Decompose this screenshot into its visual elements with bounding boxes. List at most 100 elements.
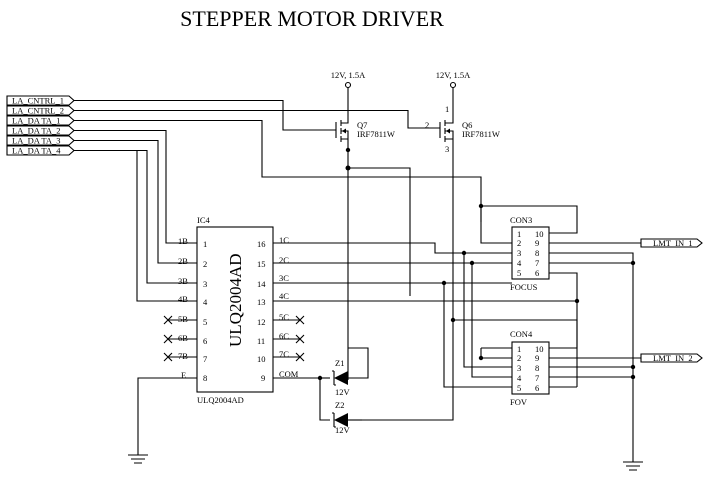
port-la-cntrl-2: LA_CNTRL_2 xyxy=(6,105,75,116)
svg-text:3B: 3B xyxy=(178,276,188,286)
svg-text:5C: 5C xyxy=(279,312,289,322)
svg-text:ULQ2004AD: ULQ2004AD xyxy=(197,395,244,405)
mosfet-q7: Q7 IRF7811W xyxy=(335,118,395,380)
no-connect-marks xyxy=(163,315,305,362)
svg-text:2B: 2B xyxy=(178,256,188,266)
svg-text:9: 9 xyxy=(535,353,539,363)
svg-text:LA_CNTRL_2: LA_CNTRL_2 xyxy=(12,106,64,116)
svg-text:CON3: CON3 xyxy=(510,215,532,225)
power-symbol-q6: 12V, 1.5A xyxy=(436,70,471,118)
svg-text:1B: 1B xyxy=(178,236,188,246)
svg-text:6B: 6B xyxy=(178,333,188,343)
svg-text:1: 1 xyxy=(445,104,449,114)
svg-text:8: 8 xyxy=(203,373,207,383)
junction-dots xyxy=(317,147,636,381)
port-wires xyxy=(74,99,482,302)
svg-text:1: 1 xyxy=(203,239,207,249)
svg-text:5B: 5B xyxy=(178,314,188,324)
svg-text:13: 13 xyxy=(257,297,266,307)
mosfet-q6: 1 2 3 Q6 IRF7811W xyxy=(425,104,500,154)
svg-text:4: 4 xyxy=(517,258,522,268)
svg-text:IC4: IC4 xyxy=(197,215,211,225)
svg-text:9: 9 xyxy=(261,373,265,383)
svg-text:Q7: Q7 xyxy=(357,120,367,130)
ic4-left-pins: 1B 1 2B 2 3B 3 4B 4 5B 5 6B 6 7B 7 E 8 xyxy=(178,236,208,383)
svg-text:3: 3 xyxy=(517,248,521,258)
q7-drain-net xyxy=(348,167,411,296)
svg-text:Q6: Q6 xyxy=(462,120,472,130)
svg-text:4: 4 xyxy=(517,373,522,383)
zener-z2: Z2 12V xyxy=(332,400,362,435)
svg-text:10: 10 xyxy=(257,354,266,364)
svg-text:5: 5 xyxy=(203,317,207,327)
svg-text:4C: 4C xyxy=(279,291,289,301)
svg-text:10: 10 xyxy=(535,344,544,354)
ic4-output-nets xyxy=(273,242,578,302)
ground-symbol-right xyxy=(623,461,643,471)
svg-text:Z2: Z2 xyxy=(335,400,344,410)
port-la-data-2: LA_DA TA_2 xyxy=(6,125,75,136)
svg-text:3: 3 xyxy=(517,363,521,373)
svg-text:8: 8 xyxy=(535,363,539,373)
svg-text:6: 6 xyxy=(203,336,207,346)
svg-text:4: 4 xyxy=(203,297,208,307)
svg-text:LMT_IN_2: LMT_IN_2 xyxy=(653,353,693,363)
ic4-right-pins: 16 1C 15 2C 14 3C 13 4C 12 5C 11 6C 10 7… xyxy=(257,235,299,383)
svg-text:7: 7 xyxy=(203,354,207,364)
port-la-data-3: LA_DA TA_3 xyxy=(6,135,75,146)
svg-text:ULQ2004AD: ULQ2004AD xyxy=(226,254,245,348)
svg-text:1: 1 xyxy=(517,229,521,239)
svg-text:7: 7 xyxy=(535,373,539,383)
con3-focus: CON3 FOCUS 1 2 3 4 5 10 9 8 7 6 xyxy=(510,215,550,292)
svg-text:LA_DA TA_3: LA_DA TA_3 xyxy=(12,136,61,146)
zener-z1: Z1 12V xyxy=(332,347,369,397)
svg-text:12V: 12V xyxy=(335,387,351,397)
svg-text:4B: 4B xyxy=(178,294,188,304)
svg-text:7: 7 xyxy=(535,258,539,268)
svg-text:6C: 6C xyxy=(279,331,289,341)
svg-text:11: 11 xyxy=(257,336,265,346)
schematic-title: STEPPER MOTOR DRIVER xyxy=(180,6,444,31)
svg-text:12V, 1.5A: 12V, 1.5A xyxy=(436,70,471,80)
svg-text:LA_DA TA_2: LA_DA TA_2 xyxy=(12,126,61,136)
svg-text:3: 3 xyxy=(445,144,449,154)
svg-text:6: 6 xyxy=(535,268,539,278)
port-la-cntrl-1: LA_CNTRL_1 xyxy=(6,95,75,106)
svg-text:LA_DA TA_1: LA_DA TA_1 xyxy=(12,116,61,126)
svg-text:2: 2 xyxy=(517,353,521,363)
svg-text:15: 15 xyxy=(257,259,266,269)
port-la-data-4: LA_DA TA_4 xyxy=(6,145,75,156)
ic4-ulq2004ad: IC4 ULQ2004AD ULQ2004AD 1B 1 2B 2 3B 3 4… xyxy=(178,215,299,405)
svg-text:LA_CNTRL_1: LA_CNTRL_1 xyxy=(12,96,64,106)
svg-text:IRF7811W: IRF7811W xyxy=(462,129,500,139)
svg-text:COM: COM xyxy=(279,369,299,379)
svg-text:2C: 2C xyxy=(279,255,289,265)
svg-text:7B: 7B xyxy=(178,351,188,361)
svg-text:LA_DA TA_4: LA_DA TA_4 xyxy=(12,146,61,156)
svg-text:FOV: FOV xyxy=(510,397,528,407)
con4-wiring xyxy=(443,283,641,388)
svg-text:7C: 7C xyxy=(279,349,289,359)
svg-text:8: 8 xyxy=(535,248,539,258)
svg-text:12V, 1.5A: 12V, 1.5A xyxy=(331,70,366,80)
svg-text:FOCUS: FOCUS xyxy=(510,282,538,292)
port-la-data-1: LA_DA TA_1 xyxy=(6,115,75,126)
svg-text:2: 2 xyxy=(203,259,207,269)
com-net xyxy=(273,377,330,421)
svg-text:LMT_IN_1: LMT_IN_1 xyxy=(653,238,693,248)
svg-text:12: 12 xyxy=(257,317,266,327)
svg-text:10: 10 xyxy=(535,229,544,239)
svg-text:5: 5 xyxy=(517,383,521,393)
svg-text:6: 6 xyxy=(535,383,539,393)
svg-text:9: 9 xyxy=(535,238,539,248)
power-symbol-q7: 12V, 1.5A xyxy=(331,70,366,118)
svg-text:3: 3 xyxy=(203,279,207,289)
input-ports: LA_CNTRL_1 LA_CNTRL_2 LA_DA TA_1 LA_DA T… xyxy=(6,95,75,156)
svg-text:IRF7811W: IRF7811W xyxy=(357,129,395,139)
con3-wiring xyxy=(463,205,641,462)
svg-text:5: 5 xyxy=(517,268,521,278)
svg-text:2: 2 xyxy=(425,120,429,130)
svg-text:14: 14 xyxy=(257,279,266,289)
svg-text:Z1: Z1 xyxy=(335,358,344,368)
